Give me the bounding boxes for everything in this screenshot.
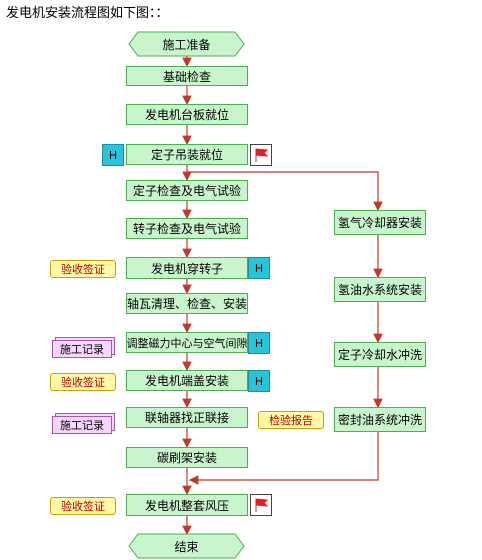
page-title: 发电机安装流程图如下图：： [6,6,169,21]
hold-point-marker: H [248,332,270,354]
hold-point-marker: H [248,257,270,279]
step-bearing-install: 轴瓦清理、检查、安装 [126,293,248,314]
branch-stator-cooling-flush: 定子冷却水冲洗 [334,342,426,367]
step-rotor-test: 转子检查及电气试验 [126,218,248,239]
acceptance-sign-badge: 验收签证 [50,497,116,515]
acceptance-sign-badge: 验收签证 [50,260,116,278]
step-end-cover: 发电机端盖安装 [126,370,248,391]
end-node: 结束 [174,539,199,554]
hold-point-marker: H [102,144,124,166]
step-brush-holder: 碳刷架安装 [126,447,248,468]
step-magnetic-center: 调整磁力中心与空气间隙 [126,332,248,353]
branch-hydrogen-cooler: 氢气冷却器安装 [334,210,426,235]
flag-icon [250,494,272,516]
inspection-report-badge: 检验报告 [258,411,324,429]
step-air-pressure-test: 发电机整套风压 [126,494,248,516]
branch-seal-oil-flush: 密封油系统冲洗 [334,407,426,432]
step-coupling-alignment: 联轴器找正联接 [126,407,248,428]
start-node: 施工准备 [162,37,211,52]
step-stator-test: 定子检查及电气试验 [126,180,248,201]
step-foundation-check: 基础检查 [126,66,248,86]
step-baseplate-placement: 发电机台板就位 [126,104,248,125]
step-rotor-insertion: 发电机穿转子 [126,257,248,279]
branch-hydrogen-oil-water: 氢油水系统安装 [334,277,426,302]
flag-icon [250,144,272,166]
construction-record-doc: 施工记录 [52,340,112,358]
construction-record-doc: 施工记录 [52,416,112,434]
hold-point-marker: H [248,370,270,392]
step-stator-hoisting: 定子吊装就位 [126,144,248,165]
acceptance-sign-badge: 验收签证 [50,373,116,391]
